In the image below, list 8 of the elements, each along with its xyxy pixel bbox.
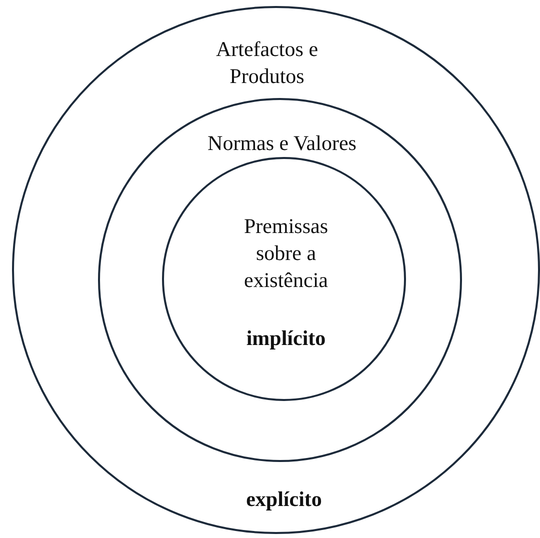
inner-circle-label: Premissas sobre a existência (243, 213, 329, 294)
inner-circle (162, 157, 406, 401)
outer-ring (12, 6, 540, 534)
ring-note: explícito (245, 486, 323, 513)
middle-ring-label: Normas e Valores (206, 130, 358, 157)
middle-ring (98, 98, 462, 462)
circle-note: implícito (245, 325, 327, 352)
outer-ring-label: Artefactos e Produtos (214, 36, 320, 90)
